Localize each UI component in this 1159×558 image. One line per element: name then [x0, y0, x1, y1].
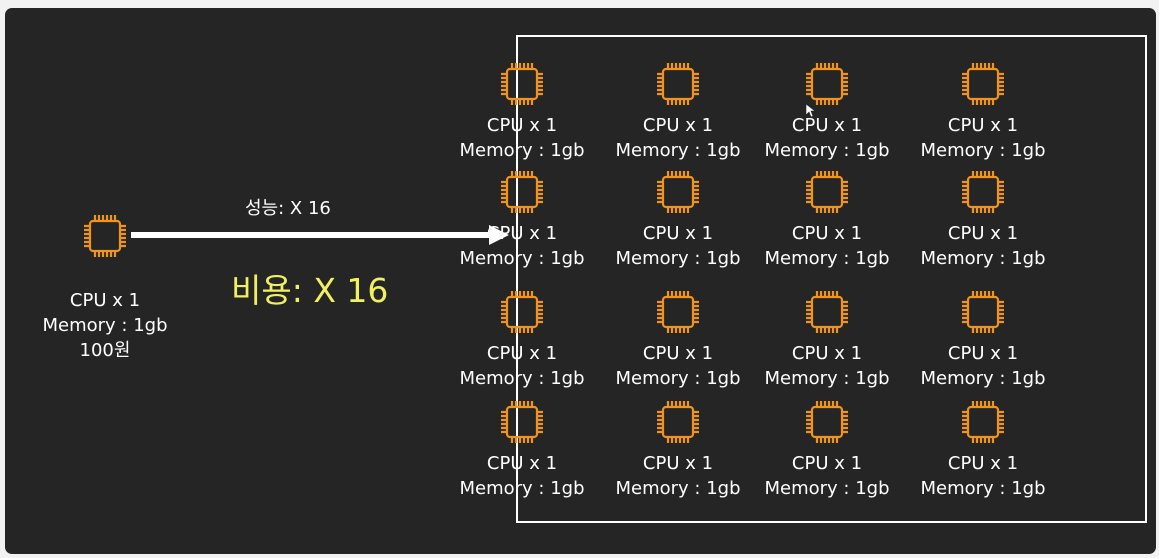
node-memory-label: Memory : 1gb: [459, 248, 585, 269]
cpu-chip-icon: [501, 401, 543, 443]
node-memory-label: Memory : 1gb: [459, 368, 585, 389]
node-cpu-label: CPU x 1: [791, 453, 863, 474]
node-memory-label: Memory : 1gb: [920, 248, 1046, 269]
cluster-server: CPU x 1 Memory : 1gb: [913, 168, 1053, 271]
cpu-chip-icon: [806, 63, 848, 105]
cpu-chip-icon: [806, 291, 848, 333]
cpu-chip-icon: [962, 63, 1004, 105]
cluster-server: CPU x 1 Memory : 1gb: [452, 168, 592, 271]
node-memory-label: Memory : 1gb: [615, 368, 741, 389]
cpu-chip-icon: [962, 401, 1004, 443]
node-cpu-label: CPU x 1: [947, 115, 1019, 136]
node-cpu-label: CPU x 1: [947, 453, 1019, 474]
node-memory-label: Memory : 1gb: [920, 140, 1046, 161]
cluster-server: CPU x 1 Memory : 1gb: [608, 168, 748, 271]
slide: CPU x 1 Memory : 1gb 100원 성능: X 16 비용: X…: [5, 8, 1156, 554]
cluster-server: CPU x 1 Memory : 1gb: [452, 60, 592, 163]
scale-out-arrow: [131, 225, 509, 245]
node-cpu-label: CPU x 1: [642, 223, 714, 244]
cluster-server: CPU x 1 Memory : 1gb: [757, 398, 897, 501]
cpu-chip-icon: [962, 171, 1004, 213]
mouse-cursor-icon: [806, 104, 816, 118]
node-memory-label: Memory : 1gb: [615, 478, 741, 499]
cpu-chip-icon: [657, 291, 699, 333]
cpu-chip-icon: [657, 63, 699, 105]
node-memory-label: Memory : 1gb: [764, 248, 890, 269]
cluster-server: CPU x 1 Memory : 1gb: [757, 168, 897, 271]
node-cpu-label: CPU x 1: [791, 343, 863, 364]
node-cpu-label: CPU x 1: [486, 115, 558, 136]
node-memory-label: Memory : 1gb: [764, 478, 890, 499]
server-cluster: [516, 35, 1147, 523]
node-memory-label: Memory : 1gb: [920, 478, 1046, 499]
cluster-server: CPU x 1 Memory : 1gb: [608, 288, 748, 391]
cluster-server: CPU x 1 Memory : 1gb: [452, 288, 592, 391]
node-memory-label: Memory : 1gb: [920, 368, 1046, 389]
cluster-server: CPU x 1 Memory : 1gb: [913, 60, 1053, 163]
performance-label: 성능: X 16: [245, 198, 331, 219]
node-cpu-label: CPU x 1: [947, 343, 1019, 364]
single-server: CPU x 1 Memory : 1gb 100원: [25, 212, 185, 363]
cluster-server: CPU x 1 Memory : 1gb: [608, 398, 748, 501]
cpu-chip-icon: [806, 171, 848, 213]
node-cpu-label: CPU x 1: [642, 115, 714, 136]
node-cpu-label: CPU x 1: [791, 115, 863, 136]
cpu-chip-icon: [657, 171, 699, 213]
node-memory-label: Memory : 1gb: [459, 478, 585, 499]
cpu-chip-icon: [962, 291, 1004, 333]
cpu-chip-icon: [806, 401, 848, 443]
cluster-server: CPU x 1 Memory : 1gb: [757, 288, 897, 391]
node-cpu-label: CPU x 1: [791, 223, 863, 244]
cluster-server: CPU x 1 Memory : 1gb: [608, 60, 748, 163]
cpu-chip-icon: [501, 291, 543, 333]
node-cpu-label: CPU x 1: [642, 343, 714, 364]
node-cpu-label: CPU x 1: [486, 223, 558, 244]
node-memory-label: Memory : 1gb: [459, 140, 585, 161]
node-memory-label: Memory : 1gb: [615, 140, 741, 161]
cluster-server: CPU x 1 Memory : 1gb: [913, 398, 1053, 501]
cluster-server: CPU x 1 Memory : 1gb: [913, 288, 1053, 391]
node-memory-label: Memory : 1gb: [615, 248, 741, 269]
node-cpu-label: CPU x 1: [947, 223, 1019, 244]
cluster-server: CPU x 1 Memory : 1gb: [757, 60, 897, 163]
cpu-chip-icon: [501, 171, 543, 213]
single-memory-label: Memory : 1gb: [42, 315, 168, 336]
cpu-chip-icon: [84, 215, 126, 257]
cpu-chip-icon: [501, 63, 543, 105]
node-cpu-label: CPU x 1: [486, 453, 558, 474]
cpu-chip-icon: [657, 401, 699, 443]
single-cpu-label: CPU x 1: [69, 290, 141, 311]
node-memory-label: Memory : 1gb: [764, 368, 890, 389]
node-memory-label: Memory : 1gb: [764, 140, 890, 161]
cluster-server: CPU x 1 Memory : 1gb: [452, 398, 592, 501]
node-cpu-label: CPU x 1: [486, 343, 558, 364]
node-cpu-label: CPU x 1: [642, 453, 714, 474]
cost-label: 비용: X 16: [231, 271, 389, 310]
single-price-label: 100원: [79, 340, 131, 361]
